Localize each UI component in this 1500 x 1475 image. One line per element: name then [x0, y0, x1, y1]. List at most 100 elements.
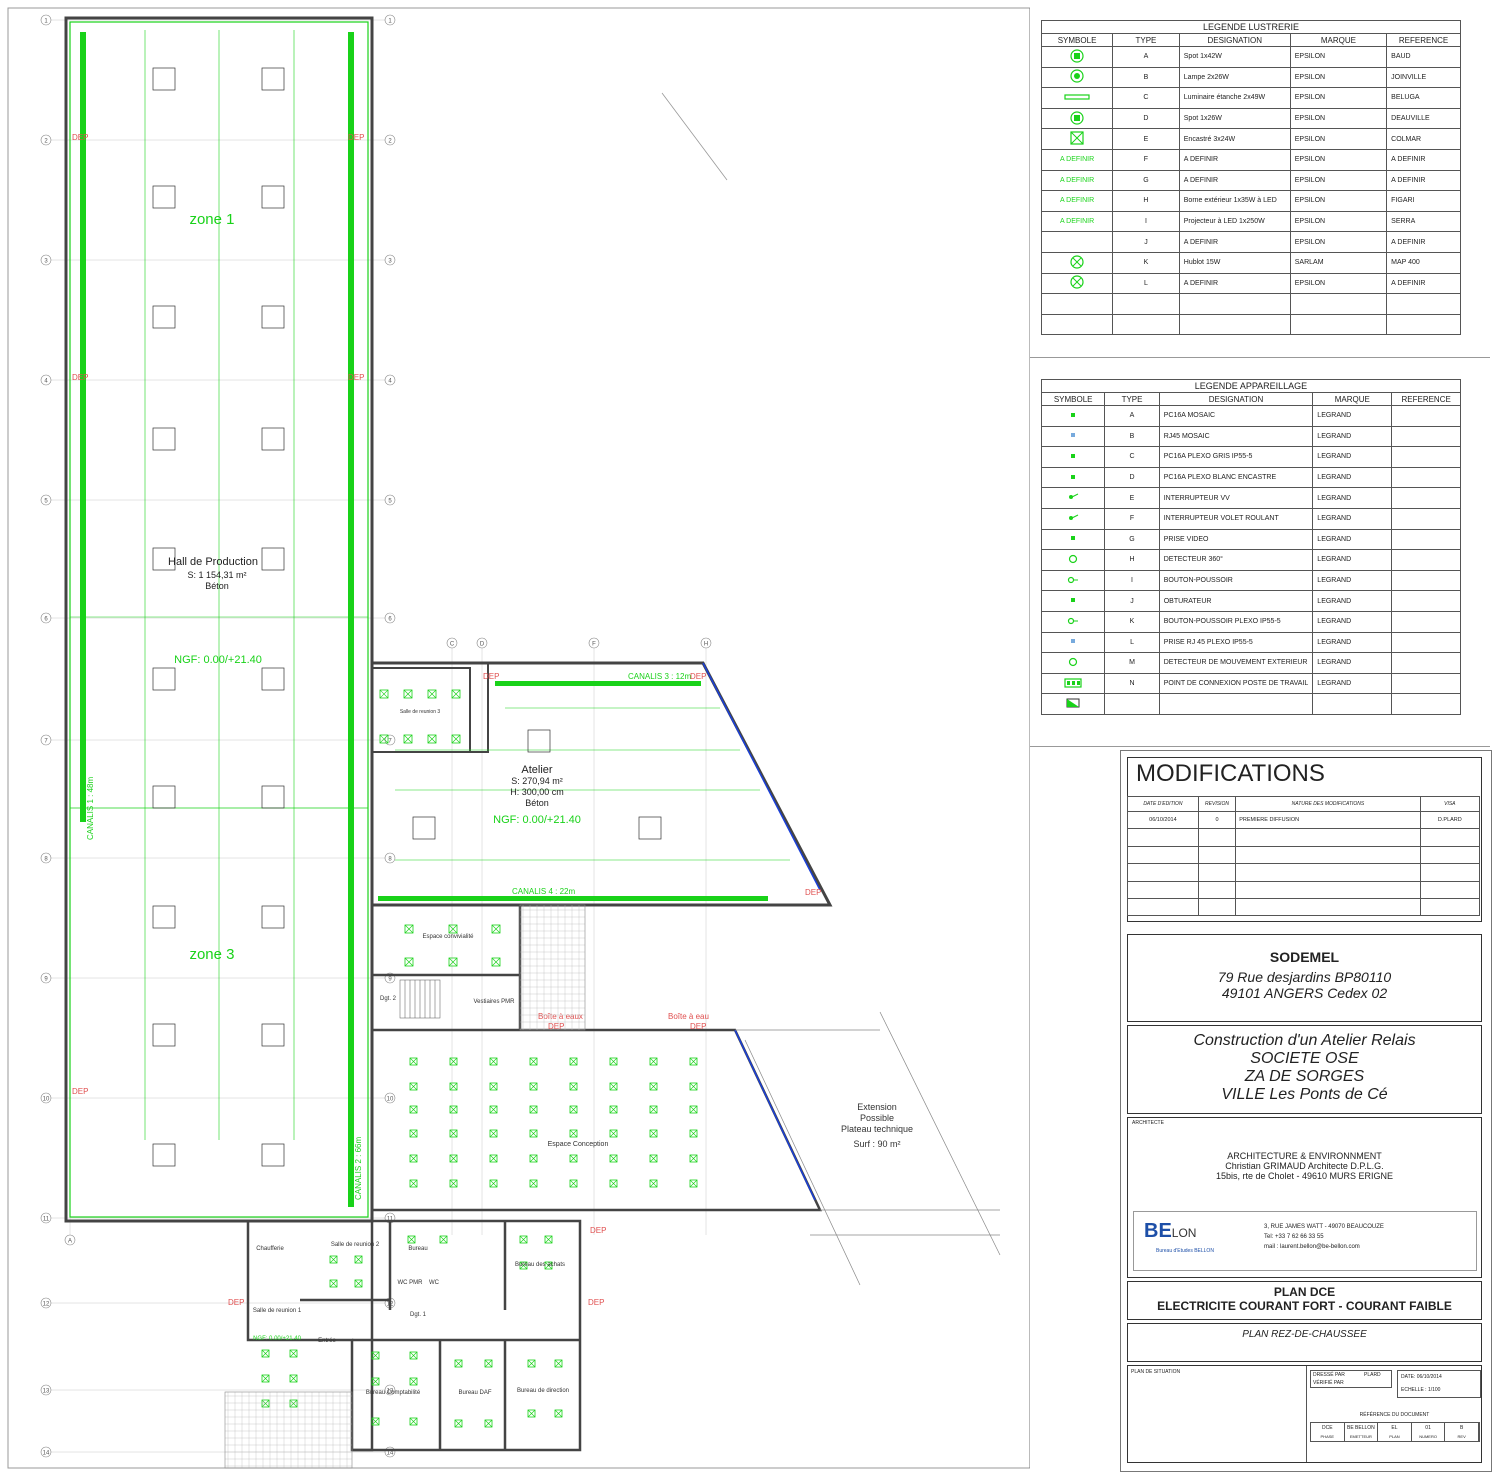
- divider: [1030, 746, 1490, 747]
- light-fixture: [451, 689, 461, 699]
- legend-marque: LEGRAND: [1312, 631, 1393, 654]
- room-surface: S: 270,94 m²: [511, 776, 563, 786]
- axis-label: 14: [43, 1451, 50, 1457]
- light-fixture: [649, 1082, 658, 1091]
- legend-reference: [1391, 569, 1461, 592]
- symbol-cell: [1040, 231, 1114, 253]
- light-fixture: [454, 1359, 463, 1368]
- canalis-bar: [495, 681, 701, 686]
- legend-reference: SERRA: [1386, 210, 1461, 233]
- light-fixture: [454, 1419, 463, 1428]
- column-header: DESIGNATION: [1178, 33, 1291, 47]
- axis-label: 5: [44, 499, 48, 505]
- architect-box: ARCHITECTE ARCHITECTURE & ENVIRONNMENT C…: [1127, 1117, 1482, 1278]
- light-fixture: [569, 1179, 578, 1188]
- legend-designation: Borne extérieur 1x35W à LED: [1178, 190, 1291, 212]
- light-fixture: [491, 957, 501, 967]
- legend-marque: LEGRAND: [1312, 466, 1393, 489]
- light-fixture: [649, 1154, 658, 1163]
- axis-label: 1: [44, 19, 48, 25]
- light-fixture: [261, 785, 285, 809]
- modification-cell: [1127, 880, 1199, 899]
- symbol-cell: A DEFINIR: [1040, 148, 1114, 171]
- axis-bubble: [700, 637, 712, 649]
- modification-cell: [1127, 845, 1199, 865]
- light-fixture: [261, 1349, 270, 1358]
- legend-designation: Spot 1x26W: [1178, 107, 1291, 130]
- legend-reference: BELUGA: [1386, 87, 1461, 109]
- light-fixture: [152, 67, 176, 91]
- light-fixture: [152, 547, 176, 571]
- axis-bubble: [40, 14, 52, 26]
- light-fixture: [689, 1082, 698, 1091]
- legend-designation: [1158, 693, 1314, 715]
- room-name: Bureau Comptabilité: [366, 1390, 421, 1396]
- axis-label: 14: [387, 1451, 394, 1457]
- legend-reference: [1391, 507, 1461, 530]
- legend-type: B: [1104, 425, 1160, 448]
- legend-reference: [1391, 652, 1461, 674]
- room-name: Bureau: [408, 1246, 427, 1252]
- legend-designation: Spot 1x42W: [1178, 46, 1291, 68]
- zone-label: zone 1: [189, 211, 234, 228]
- legend-designation: [1178, 293, 1291, 315]
- light-fixture: [427, 734, 437, 744]
- legend-marque: LEGRAND: [1312, 487, 1393, 509]
- symbol-cell: A DEFINIR: [1040, 210, 1114, 233]
- legend-designation: OBTURATEUR: [1158, 590, 1314, 612]
- dep-label: DEP: [72, 1087, 88, 1096]
- light-fixture: [609, 1082, 618, 1091]
- ngf-level: NGF: 0.00/+21.40: [253, 1336, 302, 1342]
- legend-type: H: [1104, 549, 1160, 571]
- light-fixture: [261, 547, 285, 571]
- legend-reference: [1391, 487, 1461, 509]
- light-fixture: [489, 1179, 498, 1188]
- legend-type: C: [1104, 446, 1160, 468]
- axis-bubble: [40, 734, 52, 746]
- extension-label: Extension: [857, 1102, 897, 1112]
- linear-icon: [1040, 87, 1114, 109]
- legend-reference: BAUD: [1386, 46, 1461, 68]
- axis-label: 11: [43, 1217, 50, 1223]
- axis-label: 13: [387, 1389, 394, 1395]
- canalis-label: CANALIS 2 : 66m: [354, 1137, 363, 1200]
- extension-outline: [735, 1011, 1001, 1286]
- legend-type: [1112, 313, 1180, 336]
- legend-reference: [1386, 293, 1461, 315]
- light-fixture: [409, 1105, 418, 1114]
- dep-label: DEP: [483, 672, 499, 681]
- light-fixture: [152, 785, 176, 809]
- axis-label: 9: [388, 977, 392, 983]
- light-fixture: [409, 1154, 418, 1163]
- room-name: Salle de reunion 3: [400, 709, 441, 715]
- pushbutton-icon: [1040, 610, 1106, 633]
- legend-row: [1040, 293, 1461, 315]
- canalis-label: CANALIS 1 : 48m: [86, 777, 95, 840]
- legend-marque: LEGRAND: [1312, 425, 1393, 448]
- axis-bubble: [40, 972, 52, 984]
- axis-label: 2: [44, 139, 48, 145]
- legend-reference: DEAUVILLE: [1386, 107, 1461, 130]
- legend-type: E: [1112, 128, 1180, 150]
- axis-bubble: [40, 254, 52, 266]
- modification-cell: [1197, 863, 1237, 882]
- axis-label: 10: [43, 1097, 50, 1103]
- light-fixture: [261, 427, 285, 451]
- legend-marque: [1312, 693, 1393, 715]
- room-name: Bureau DAF: [458, 1390, 491, 1396]
- legend-type: G: [1112, 169, 1180, 192]
- light-fixture: [329, 1255, 338, 1264]
- axis-label: 6: [388, 617, 392, 623]
- axis-bubble: [384, 254, 396, 266]
- legend-designation: A DEFINIR: [1178, 272, 1291, 295]
- modification-cell: [1197, 897, 1237, 917]
- legend-reference: A DEFINIR: [1386, 231, 1461, 253]
- legend-reference: [1391, 528, 1461, 551]
- dep-label: DEP: [228, 1298, 244, 1307]
- modification-row: [1127, 845, 1481, 865]
